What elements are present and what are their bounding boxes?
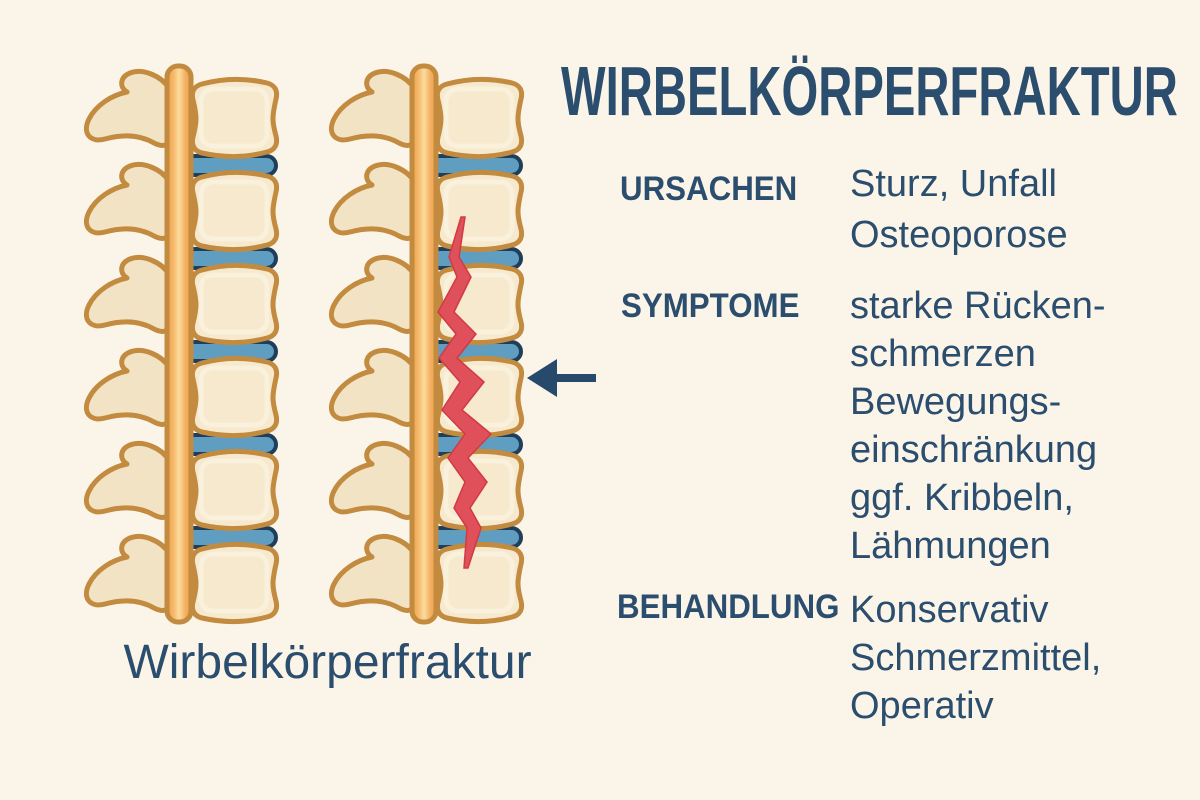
value-line: Bewegungs- [850,381,1062,423]
value-line: schmerzen [850,333,1036,375]
section-values-behandlung: Konservativ Schmerzmittel, Operativ [850,586,1101,730]
section-values-ursachen: Sturz, Unfall Osteoporose [850,159,1068,261]
value-line: Sturz, Unfall [850,163,1057,205]
fracture-crack-icon [437,216,493,569]
value-line: Schmerzmittel, [850,637,1102,679]
value-line: Konservativ [850,589,1049,631]
value-line: Osteoporose [850,214,1068,256]
value-line: Lähmungen [850,525,1051,567]
figure-caption: Wirbelkörperfraktur [123,636,532,689]
value-line: starke Rücken- [850,285,1106,327]
page-title: WIRBELKÖRPERFRAKTUR [561,52,1178,130]
section-values-symptome: starke Rücken- schmerzen Bewegungs- eins… [850,282,1106,570]
spine-illustration-normal [79,62,294,642]
left-arrow-icon [527,359,596,397]
section-label-symptome: SYMPTOME [621,287,800,325]
spine-illustration-fractured [324,62,596,642]
section-label-ursachen: URSACHEN [620,170,798,208]
section-label-behandlung: BEHANDLUNG [617,588,840,626]
value-line: einschränkung [850,429,1098,471]
value-line: ggf. Kribbeln, [850,477,1074,519]
value-line: Operativ [850,685,994,727]
